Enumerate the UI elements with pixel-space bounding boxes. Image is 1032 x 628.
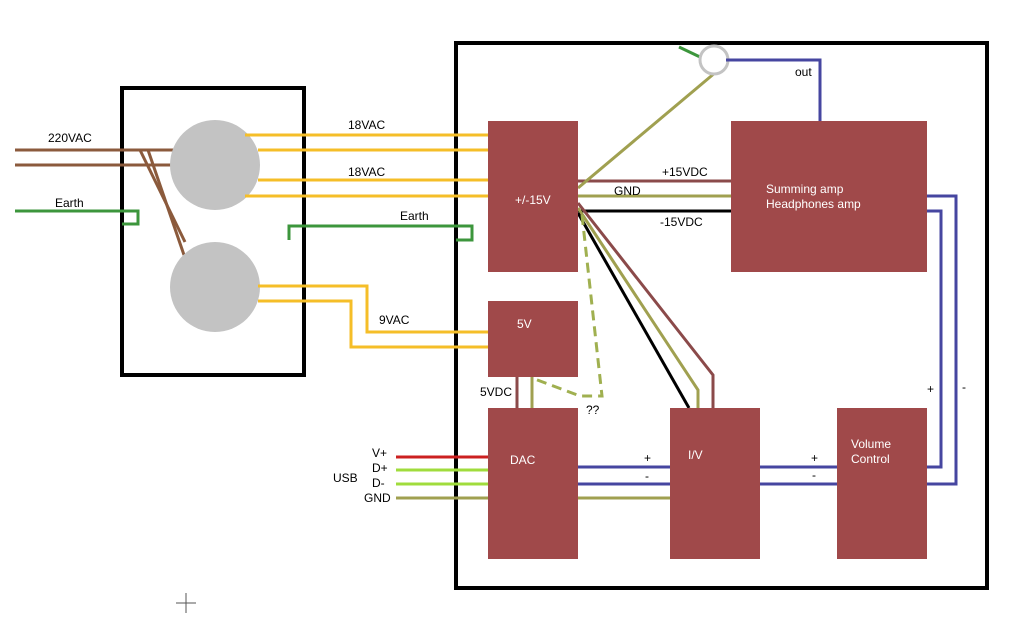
mains-wires — [15, 148, 187, 256]
dac-iv-minus-label: - — [645, 469, 649, 483]
five-v-to-dac-wires — [515, 376, 534, 408]
amp-label-line1: Summing amp — [766, 182, 844, 196]
earth-wires — [15, 45, 701, 242]
ac-secondary-wires — [245, 133, 488, 349]
gnd-label: GND — [614, 184, 641, 198]
usb-vplus-label: V+ — [372, 446, 387, 460]
iv-vol-plus-label: + — [811, 451, 818, 465]
main-enclosure — [454, 41, 989, 590]
dac-iv-plus-label: + — [644, 451, 651, 465]
earth-right-label: Earth — [400, 209, 429, 223]
earth-left-label: Earth — [55, 196, 84, 210]
pos-rail-label: +15VDC — [662, 165, 708, 179]
volume-label-line2: Control — [851, 452, 890, 466]
dac-block — [488, 408, 578, 559]
signal-wires — [578, 58, 958, 486]
psu-rail-wires — [576, 70, 732, 409]
psu-15v-block — [488, 121, 578, 272]
transformer-2 — [170, 242, 260, 332]
uncertain-ground-wire — [531, 214, 604, 398]
transformer-enclosure — [120, 86, 306, 377]
psu-15v-label: +/-15V — [515, 193, 551, 207]
iv-label: I/V — [688, 448, 703, 462]
usb-dplus-label: D+ — [372, 461, 388, 475]
secondary-1-label: 18VAC — [348, 118, 385, 132]
vol-amp-plus-label: + — [927, 382, 934, 396]
amp-block — [731, 121, 927, 272]
usb-wires — [396, 455, 488, 500]
dac-label: DAC — [510, 453, 536, 467]
volume-label-line1: Volume — [851, 437, 891, 451]
iv-block — [670, 408, 760, 559]
crosshair-cursor-icon — [176, 593, 196, 613]
neg-rail-label: -15VDC — [660, 215, 703, 229]
vol-amp-minus-label: - — [962, 380, 966, 394]
mains-label: 220VAC — [48, 131, 92, 145]
amp-label-line2: Headphones amp — [766, 197, 861, 211]
psu-5v-label: 5V — [517, 317, 532, 331]
usb-gnd-label: GND — [364, 491, 391, 505]
transformer-1 — [170, 120, 260, 210]
five-vdc-label: 5VDC — [480, 385, 512, 399]
psu-5v-block — [488, 301, 578, 377]
secondary-3-label: 9VAC — [379, 313, 410, 327]
volume-block — [837, 408, 927, 559]
unknown-label: ?? — [586, 403, 600, 417]
secondary-2-label: 18VAC — [348, 165, 385, 179]
usb-label: USB — [333, 471, 358, 485]
output-jack — [698, 44, 730, 76]
usb-dminus-label: D- — [372, 476, 385, 490]
out-label: out — [795, 65, 812, 79]
iv-vol-minus-label: - — [812, 468, 816, 482]
